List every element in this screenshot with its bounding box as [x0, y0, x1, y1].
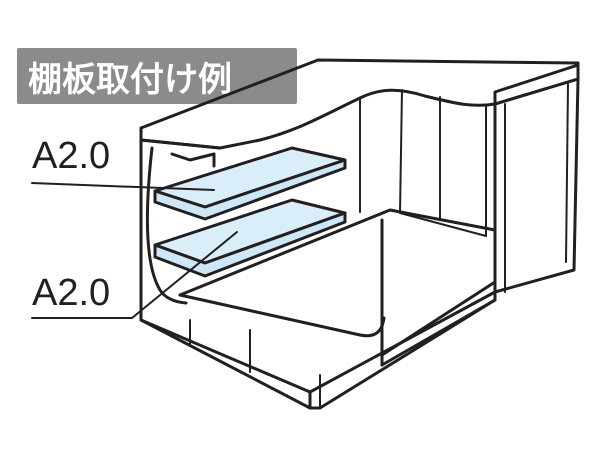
roof-top-surface: [139, 58, 580, 150]
title-text: 棚板取付け例: [28, 60, 232, 100]
title-background: [17, 48, 297, 104]
left-curved-cutaway: [145, 146, 188, 305]
upper-shelf: [153, 146, 347, 221]
roof-right-edge: [493, 63, 580, 106]
lower-shelf: [153, 198, 347, 278]
title-badge: 棚板取付け例: [17, 48, 297, 104]
upper-shelf-leader-line: [31, 182, 215, 191]
lower-shelf-leader-line: [31, 231, 238, 319]
roof-front-edge: [139, 126, 222, 150]
floor-and-interior: [178, 208, 497, 367]
upper-shelf-label: A2.0: [32, 135, 110, 177]
front-left-bracket: [170, 152, 216, 162]
upper-shelf-front: [153, 158, 347, 221]
back-wall-panels: [359, 89, 487, 237]
lower-shelf-front: [153, 211, 347, 278]
lower-shelf-label: A2.0: [32, 272, 110, 314]
door-panel: [493, 77, 580, 294]
